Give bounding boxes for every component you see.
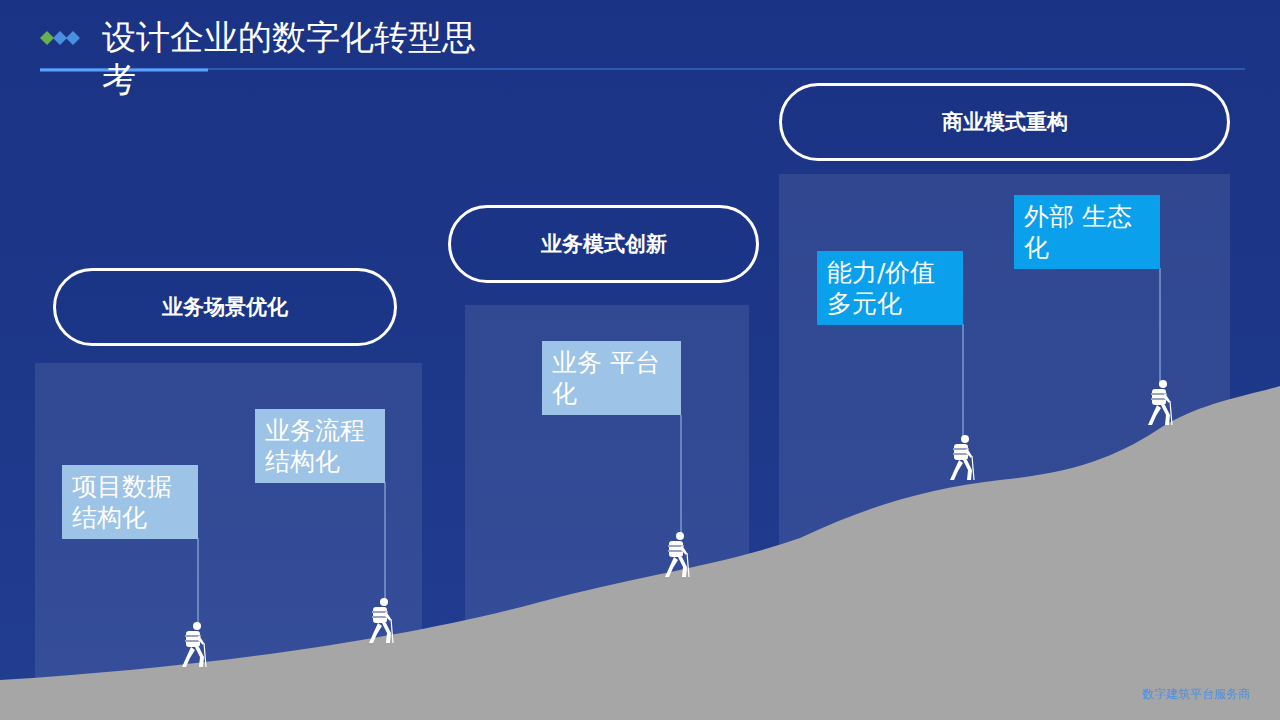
hiker-figure bbox=[369, 598, 393, 643]
hiker-figure bbox=[1148, 380, 1172, 425]
title-diamonds bbox=[40, 31, 80, 45]
hiker-figure bbox=[182, 622, 206, 667]
flag-box: 业务流程 结构化 bbox=[255, 409, 385, 483]
flag-box: 能力/价值 多元化 bbox=[817, 251, 963, 325]
flag-box: 业务 平台化 bbox=[542, 341, 681, 415]
stage-label: 业务场景优化 bbox=[162, 293, 288, 321]
hiker-figure bbox=[950, 435, 974, 480]
slide-title: 设计企业的数字化转型思考 bbox=[102, 16, 502, 100]
watermark: 数字建筑平台服务商 bbox=[1142, 686, 1250, 703]
flag-label: 项目数据 结构化 bbox=[72, 471, 188, 533]
mountain-slope bbox=[0, 386, 1280, 720]
flag-label: 能力/价值 多元化 bbox=[827, 257, 953, 319]
flag-label: 外部 生态化 bbox=[1024, 201, 1150, 263]
title-rule bbox=[40, 69, 1245, 70]
stage-label: 业务模式创新 bbox=[541, 230, 667, 258]
flag-label: 业务流程 结构化 bbox=[265, 415, 375, 477]
hiker-figure bbox=[665, 532, 689, 577]
stage-pill: 业务场景优化 bbox=[53, 268, 397, 346]
flag-label: 业务 平台化 bbox=[552, 347, 671, 409]
stage-pill: 商业模式重构 bbox=[779, 83, 1230, 161]
stage-pill: 业务模式创新 bbox=[448, 205, 759, 283]
flag-box: 项目数据 结构化 bbox=[62, 465, 198, 539]
flag-box: 外部 生态化 bbox=[1014, 195, 1160, 269]
stage-label: 商业模式重构 bbox=[942, 108, 1068, 136]
